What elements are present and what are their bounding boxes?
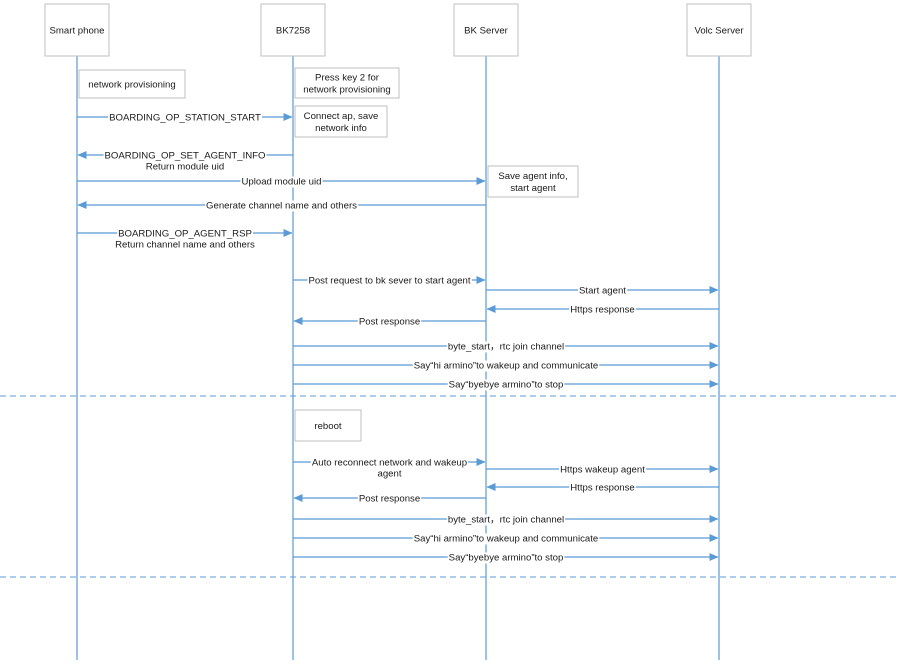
message-label: Https response bbox=[570, 483, 635, 494]
message-label: Return channel name and others bbox=[115, 240, 255, 251]
message-label: Say“byebye armino”to stop bbox=[449, 553, 564, 564]
message-label: Start agent bbox=[579, 286, 626, 297]
message-label-bg bbox=[144, 161, 226, 173]
message-label-bg bbox=[240, 176, 323, 188]
message-label: Say“byebye armino”to stop bbox=[449, 380, 564, 391]
note-text: Save agent info, bbox=[498, 171, 567, 182]
participant-bkserver: BK Server bbox=[453, 3, 519, 57]
note-text: network provisioning bbox=[303, 85, 390, 96]
message-label: byte_start，rtc join channel bbox=[448, 515, 564, 526]
participant-label: BK7258 bbox=[276, 26, 310, 37]
message-label: Say“hi armino”to wakeup and communicate bbox=[414, 534, 599, 545]
message-label-bg bbox=[357, 316, 422, 328]
note-box: reboot bbox=[294, 409, 362, 442]
note-frame bbox=[294, 409, 362, 442]
message-label-bg bbox=[357, 493, 422, 505]
message-label-bg bbox=[412, 533, 600, 545]
message-label: agent bbox=[377, 469, 401, 480]
message-label-bg bbox=[446, 341, 566, 353]
participant-box bbox=[260, 3, 326, 57]
message-label: Generate channel name and others bbox=[206, 201, 357, 212]
participant-bk7258: BK7258 bbox=[260, 3, 326, 57]
message: Post response bbox=[293, 316, 486, 328]
message: Say“hi armino”to wakeup and communicate bbox=[293, 360, 719, 372]
message: Upload module uid bbox=[77, 176, 486, 188]
note-text: Connect ap, save bbox=[304, 111, 379, 122]
message-label-bg bbox=[108, 112, 263, 124]
participant-box bbox=[453, 3, 519, 57]
message-label-bg bbox=[569, 482, 636, 494]
message-label-bg bbox=[447, 379, 565, 391]
participant-label: Volc Server bbox=[694, 26, 744, 37]
message-label-bg bbox=[307, 275, 472, 287]
message-label: BOARDING_OP_STATION_START bbox=[109, 113, 261, 124]
note-frame bbox=[78, 69, 186, 99]
message: Say“byebye armino”to stop bbox=[293, 379, 719, 391]
message: byte_start，rtc join channel bbox=[293, 341, 719, 353]
message: Https wakeup agent bbox=[486, 464, 719, 476]
message-label-bg bbox=[412, 360, 600, 372]
message-label: Auto reconnect network and wakeup bbox=[312, 458, 467, 469]
message: byte_start，rtc join channel bbox=[293, 514, 719, 526]
participant-label: BK Server bbox=[464, 26, 509, 37]
message-label-bg bbox=[446, 514, 566, 526]
message-label-bg bbox=[103, 150, 267, 162]
message-label: Say“hi armino”to wakeup and communicate bbox=[414, 361, 599, 372]
participant-box bbox=[44, 3, 110, 57]
message: Start agent bbox=[486, 285, 719, 297]
message: BOARDING_OP_STATION_START bbox=[77, 112, 293, 124]
message: Generate channel name and others bbox=[77, 200, 486, 212]
message: Post request to bk sever to start agent bbox=[293, 275, 486, 287]
message-label-bg bbox=[376, 468, 403, 480]
message-label: Https wakeup agent bbox=[560, 465, 645, 476]
note-frame bbox=[294, 67, 400, 99]
message-label: Return module uid bbox=[146, 162, 224, 173]
message: Say“hi armino”to wakeup and communicate bbox=[293, 533, 719, 545]
message-label: Post request to bk sever to start agent bbox=[308, 276, 470, 287]
message-label-bg bbox=[578, 285, 628, 297]
message-label-bg bbox=[117, 228, 253, 240]
participant-volc: Volc Server bbox=[686, 3, 752, 57]
note-text: network provisioning bbox=[88, 80, 175, 91]
message-label: Upload module uid bbox=[241, 177, 321, 188]
message-label: BOARDING_OP_AGENT_RSP bbox=[118, 229, 252, 240]
note-frame bbox=[487, 165, 579, 198]
note-text: start agent bbox=[510, 183, 556, 194]
message-label-bg bbox=[310, 457, 469, 469]
message-label-bg bbox=[569, 304, 636, 316]
message-label-bg bbox=[447, 552, 565, 564]
message-label-bg bbox=[559, 464, 647, 476]
note-text: reboot bbox=[314, 421, 342, 432]
note-box: network provisioning bbox=[78, 69, 186, 99]
note-text: Press key 2 for bbox=[315, 73, 380, 84]
message-label: byte_start，rtc join channel bbox=[448, 342, 564, 353]
message-label: Post response bbox=[359, 494, 420, 505]
message: Post response bbox=[293, 493, 486, 505]
participant-phone: Smart phone bbox=[44, 3, 110, 57]
message: Say“byebye armino”to stop bbox=[293, 552, 719, 564]
message-label: Https response bbox=[570, 305, 635, 316]
participant-box bbox=[686, 3, 752, 57]
message-label: Post response bbox=[359, 317, 420, 328]
note-text: network info bbox=[315, 123, 367, 134]
participant-label: Smart phone bbox=[50, 26, 105, 37]
note-frame bbox=[294, 105, 388, 138]
message-label: BOARDING_OP_SET_AGENT_INFO bbox=[105, 151, 266, 162]
message-label-bg bbox=[114, 239, 257, 251]
message-label-bg bbox=[205, 200, 359, 212]
message: Https response bbox=[486, 482, 719, 494]
note-box: Save agent info,start agent bbox=[487, 165, 579, 198]
message: Https response bbox=[486, 304, 719, 316]
